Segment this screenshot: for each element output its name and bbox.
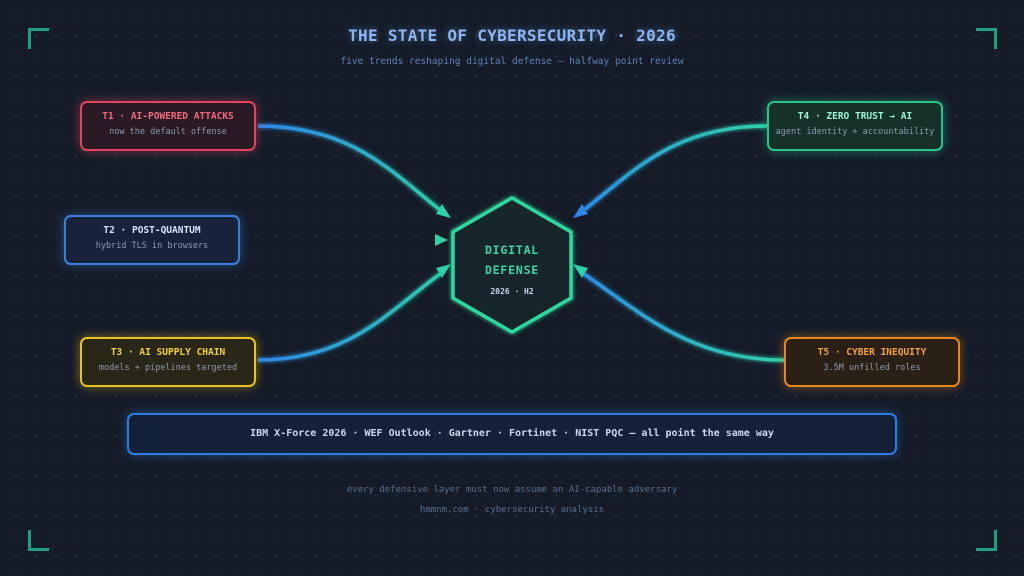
trend-card-t4: T4 · ZERO TRUST → AI agent identity + ac… [767, 101, 943, 151]
trend-title: T4 · ZERO TRUST → AI [797, 111, 913, 122]
trend-card-t3: T3 · AI SUPPLY CHAIN models + pipelines … [80, 337, 256, 387]
trend-title: T3 · AI SUPPLY CHAIN [110, 347, 226, 358]
footer-credit: hmmnm.com · cybersecurity analysis [419, 505, 605, 515]
hub-hexagon [451, 195, 573, 335]
arrowhead-t5 [573, 264, 588, 278]
trend-subtitle: agent identity + accountability [775, 127, 935, 137]
hub-label-line1: DIGITAL [484, 243, 540, 257]
connector-t4 [582, 124, 768, 212]
arrowhead-t3 [436, 264, 451, 278]
trend-title: T5 · CYBER INEQUITY [817, 347, 927, 358]
arrowhead-t2 [435, 234, 448, 246]
page-subtitle: five trends reshaping digital defense — … [340, 56, 684, 67]
connector-t3 [257, 272, 442, 362]
trend-subtitle: models + pipelines targeted [98, 363, 238, 373]
trend-subtitle: 3.5M unfilled roles [823, 363, 921, 373]
hub-period: 2026 · H2 [490, 287, 534, 296]
trend-card-t5: T5 · CYBER INEQUITY 3.5M unfilled roles [784, 337, 960, 387]
trend-subtitle: now the default offense [109, 127, 227, 137]
trend-subtitle: hybrid TLS in browsers [95, 241, 209, 251]
trend-title: T1 · AI-POWERED ATTACKS [102, 111, 234, 122]
page-title: THE STATE OF CYBERSECURITY · 2026 [348, 26, 676, 45]
sources-banner: IBM X-Force 2026 · WEF Outlook · Gartner… [127, 413, 897, 455]
connector-t1 [257, 124, 442, 212]
frame-corner-top-right [976, 28, 997, 49]
hub-label-line2: DEFENSE [484, 263, 540, 277]
trend-card-t2: T2 · POST-QUANTUM hybrid TLS in browsers [64, 215, 240, 265]
trend-title: T2 · POST-QUANTUM [103, 225, 201, 236]
connector-t5 [583, 272, 785, 362]
frame-corner-bottom-right [976, 530, 997, 551]
frame-corner-bottom-left [28, 530, 49, 551]
frame-corner-top-left [28, 28, 49, 49]
trend-card-t1: T1 · AI-POWERED ATTACKS now the default … [80, 101, 256, 151]
arrowhead-t1 [436, 204, 451, 218]
arrowhead-t4 [573, 204, 588, 218]
footer-note: every defensive layer must now assume an… [346, 485, 678, 495]
